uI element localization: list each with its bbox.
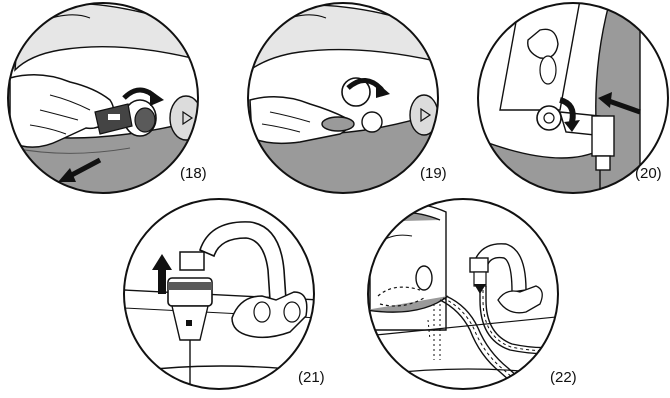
step-18-label: (18) (180, 166, 207, 181)
step-22-illustration (366, 196, 566, 396)
step-19-label: (19) (420, 166, 447, 181)
step-21-label: (21) (298, 370, 325, 385)
step-21-illustration (120, 196, 320, 398)
step-22-label: (22) (550, 370, 577, 385)
step-20-label: (20) (635, 166, 662, 181)
